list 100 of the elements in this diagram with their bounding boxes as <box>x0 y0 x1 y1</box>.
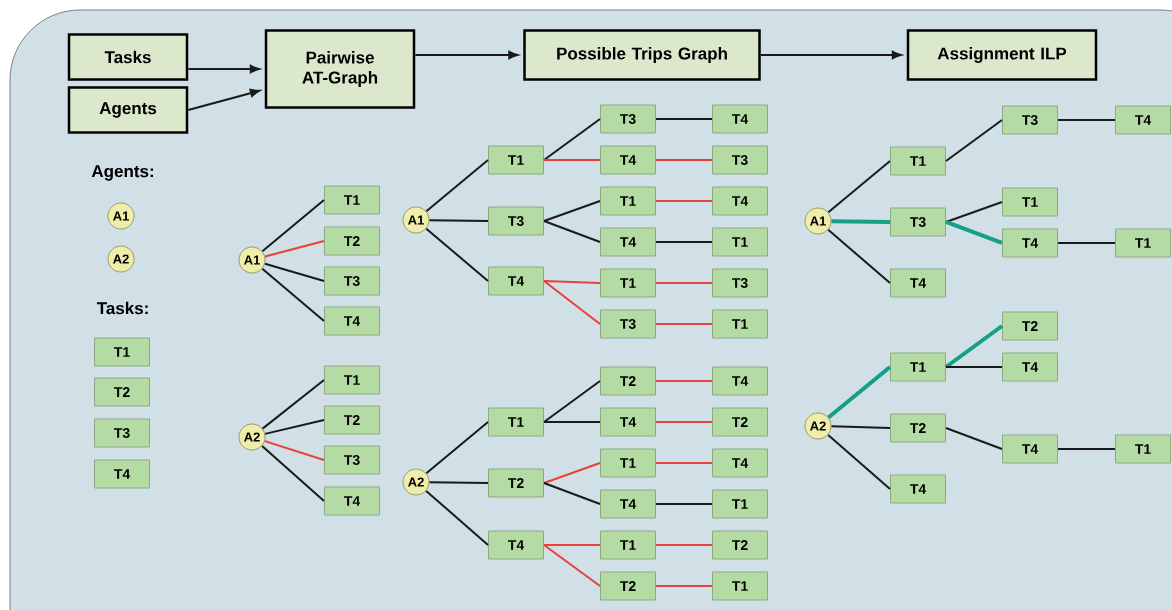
task-box: T4 <box>488 266 544 296</box>
task-box: T3 <box>324 445 380 475</box>
task-box: T2 <box>712 530 768 560</box>
task-box: T2 <box>94 377 150 407</box>
task-box: T4 <box>712 186 768 216</box>
process-box: Assignment ILP <box>906 29 1098 81</box>
task-box: T2 <box>600 571 656 601</box>
section-heading: Tasks: <box>96 301 148 315</box>
connector-line <box>543 280 601 284</box>
connector-line <box>425 421 489 475</box>
task-box: T1 <box>712 489 768 519</box>
task-box: T1 <box>600 530 656 560</box>
task-box: T3 <box>600 309 656 339</box>
task-box: T4 <box>600 227 656 257</box>
connector-line <box>655 503 713 505</box>
connector-line <box>425 227 489 282</box>
connector-line <box>655 462 713 464</box>
connector-line <box>1057 448 1116 450</box>
task-box: T1 <box>1115 434 1171 464</box>
connector-line <box>428 481 489 484</box>
process-box: Pairwise AT-Graph <box>264 29 416 109</box>
connector-line <box>827 160 891 214</box>
task-box: T4 <box>712 366 768 396</box>
task-box: T4 <box>890 474 946 504</box>
task-box: T3 <box>1002 105 1058 135</box>
arrow <box>187 88 260 111</box>
connector-line <box>543 200 601 222</box>
task-box: T1 <box>712 309 768 339</box>
task-box: T4 <box>600 145 656 175</box>
connector-line <box>261 267 325 322</box>
connector-line <box>655 421 713 423</box>
connector-line <box>543 118 601 161</box>
task-box: T1 <box>488 407 544 437</box>
connector-line <box>263 262 325 282</box>
connector-line <box>264 240 325 258</box>
task-box: T3 <box>712 145 768 175</box>
connector-line <box>655 200 713 202</box>
connector-line <box>655 282 713 284</box>
task-box: T1 <box>600 186 656 216</box>
connector-line <box>655 118 713 120</box>
connector-line <box>425 489 489 546</box>
task-box: T1 <box>488 145 544 175</box>
connector-line <box>1057 119 1116 121</box>
connector-line <box>831 219 891 224</box>
task-box: T1 <box>1115 228 1171 258</box>
connector-line <box>543 544 601 546</box>
process-box: Possible Trips Graph <box>523 29 761 81</box>
process-box: Agents <box>67 86 189 134</box>
task-box: T3 <box>712 268 768 298</box>
arrow <box>187 64 260 74</box>
connector-line <box>945 366 1003 368</box>
connector-line <box>655 323 713 325</box>
process-box: Tasks <box>67 33 189 81</box>
task-box: T2 <box>890 413 946 443</box>
task-box: T1 <box>890 352 946 382</box>
task-box: T2 <box>600 366 656 396</box>
connector-line <box>264 419 325 435</box>
connector-line <box>655 380 713 382</box>
connector-line <box>827 365 892 419</box>
task-box: T1 <box>712 571 768 601</box>
task-box: T1 <box>324 365 380 395</box>
task-box: T3 <box>890 207 946 237</box>
task-box: T1 <box>324 185 380 215</box>
connector-line <box>543 159 601 161</box>
task-box: T2 <box>324 405 380 435</box>
task-box: T3 <box>488 206 544 236</box>
task-box: T2 <box>324 226 380 256</box>
task-box: T1 <box>600 448 656 478</box>
task-box: T1 <box>600 268 656 298</box>
connector-line <box>543 482 601 505</box>
task-box: T4 <box>712 104 768 134</box>
connector-line <box>944 324 1004 369</box>
arrow <box>414 50 519 60</box>
connector-line <box>263 440 325 461</box>
connector-line <box>543 544 601 587</box>
task-box: T4 <box>324 486 380 516</box>
task-box: T4 <box>712 448 768 478</box>
task-box: T4 <box>1115 105 1171 135</box>
connector-line <box>655 544 713 546</box>
task-box: T2 <box>488 468 544 498</box>
task-box: T4 <box>488 530 544 560</box>
task-box: T4 <box>1002 228 1058 258</box>
connector-line <box>543 380 601 423</box>
task-box: T4 <box>324 306 380 336</box>
task-box: T4 <box>600 489 656 519</box>
task-box: T4 <box>600 407 656 437</box>
task-box: T1 <box>1002 187 1058 217</box>
task-box: T1 <box>94 337 150 367</box>
connector-line <box>945 427 1003 450</box>
task-box: T4 <box>1002 352 1058 382</box>
connector-line <box>1057 242 1116 244</box>
task-box: T4 <box>94 459 150 489</box>
connector-line <box>655 241 713 243</box>
connector-line <box>945 201 1003 223</box>
task-box: T2 <box>712 407 768 437</box>
connector-line <box>827 228 891 284</box>
connector-line <box>428 219 489 222</box>
connector-line <box>261 199 325 253</box>
connector-line <box>261 444 325 502</box>
connector-line <box>830 425 891 429</box>
